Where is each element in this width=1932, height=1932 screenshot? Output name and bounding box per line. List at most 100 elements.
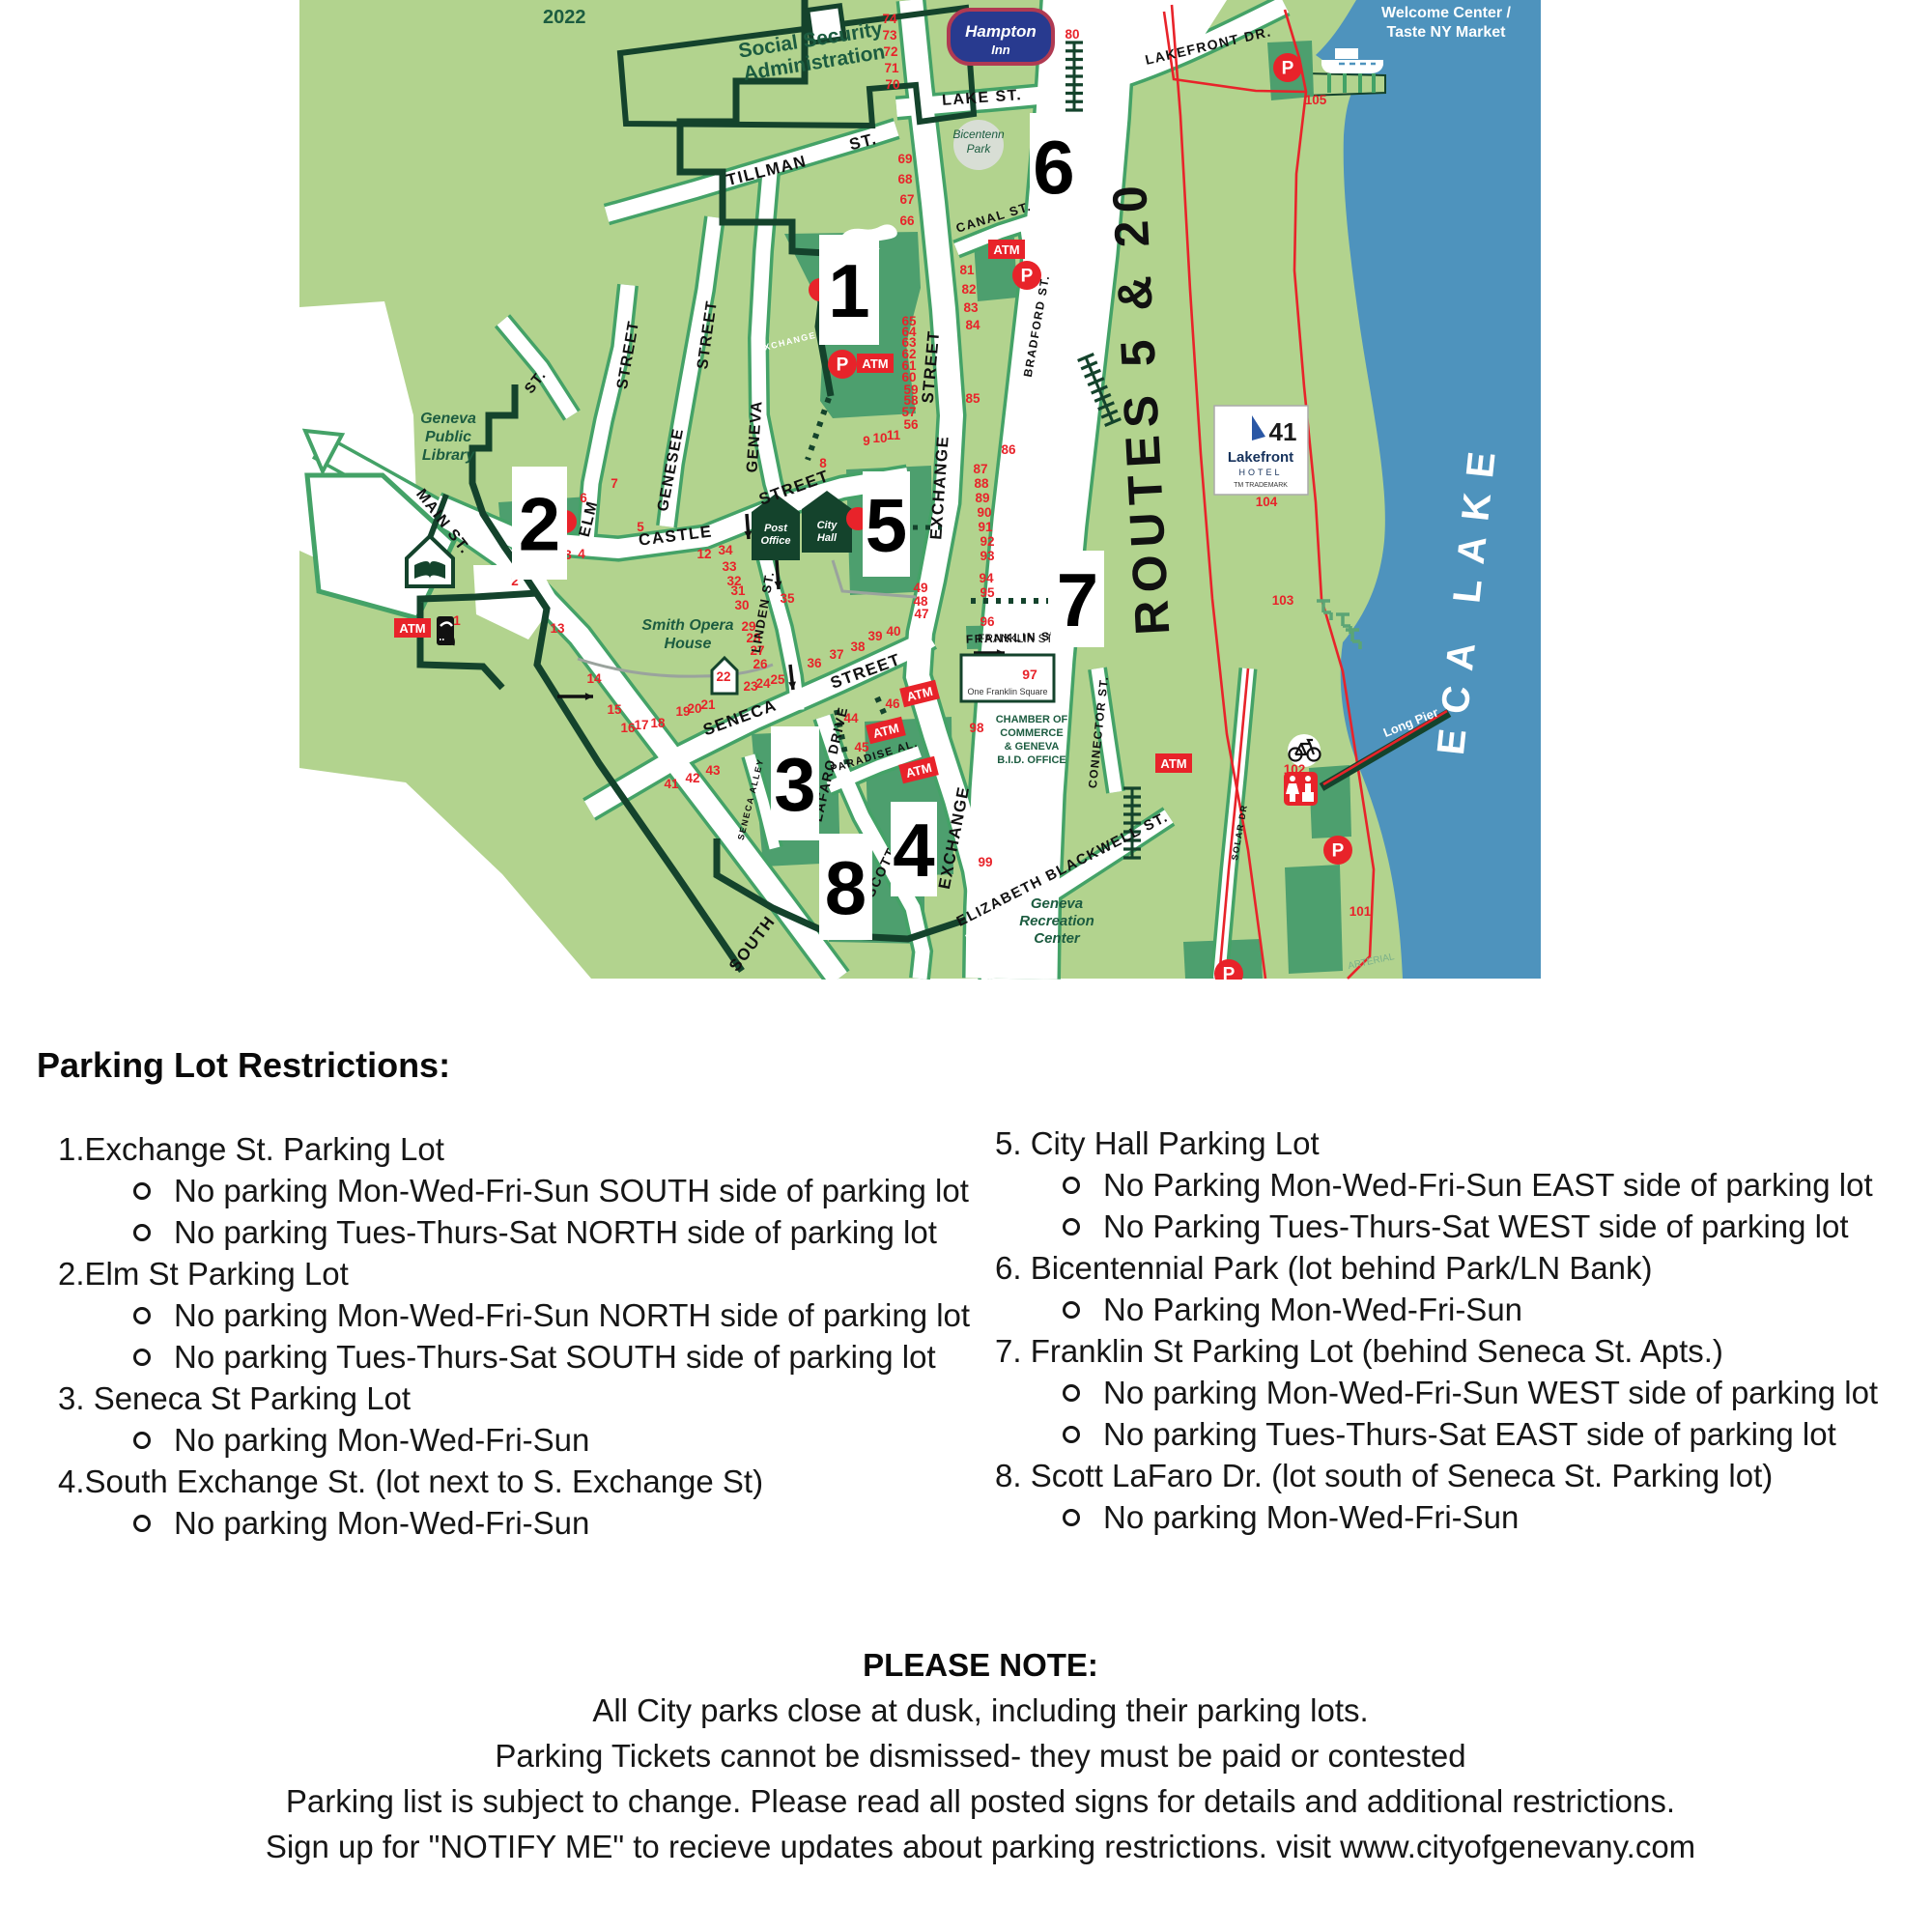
lot-number: 21 (700, 697, 716, 712)
street (313, 437, 847, 985)
parking-rule: No parking Mon-Wed-Fri-Sun (995, 1496, 1922, 1538)
lot-number: 36 (807, 656, 822, 670)
parking-lot-title: 5. City Hall Parking Lot (995, 1125, 1320, 1161)
lot-number: 18 (650, 716, 666, 730)
landmark-label: Park (967, 142, 992, 156)
landmark-label: Recreation (1019, 913, 1094, 929)
lot-number: 17 (634, 718, 648, 732)
lot-number: 72 (883, 44, 897, 59)
lot-number: 59 (903, 383, 918, 397)
lot-number: 4 (578, 547, 585, 561)
lot-number: 25 (770, 672, 785, 687)
trail-line (469, 384, 745, 973)
seneca-lake (1316, 0, 1541, 979)
lot-number: 95 (980, 585, 995, 600)
svg-text:ATM: ATM (993, 242, 1019, 257)
street (751, 171, 792, 525)
svg-text:Inn: Inn (991, 43, 1010, 57)
svg-text:P: P (1332, 841, 1345, 862)
lot-number: 13 (550, 621, 565, 636)
parking-lot-area (1285, 865, 1343, 974)
trail-line (713, 838, 968, 943)
lot-number: 57 (901, 405, 916, 419)
parking-lot-marker-7: 7 (1051, 551, 1104, 647)
atm-icon: ATM (857, 354, 894, 373)
street (579, 284, 636, 542)
street (497, 316, 578, 419)
svg-text:7: 7 (1057, 557, 1098, 642)
parking-rule: No parking Mon-Wed-Fri-Sun SOUTH side of… (58, 1170, 985, 1211)
bullet-icon (133, 1224, 151, 1241)
lot-number: 80 (1065, 27, 1079, 42)
bullet-icon (1063, 1426, 1080, 1443)
lot-number: 46 (885, 696, 900, 711)
svg-text:City: City (817, 520, 838, 531)
lot-number: 31 (730, 583, 746, 598)
parking-rule: No Parking Tues-Thurs-Sat WEST side of p… (995, 1206, 1922, 1247)
parking-rule: No parking Mon-Wed-Fri-Sun NORTH side of… (58, 1294, 985, 1336)
bullet-icon (133, 1182, 151, 1200)
lot-number: 32 (726, 574, 741, 588)
sailboat-icon (1252, 415, 1265, 440)
lot-number: 48 (913, 594, 928, 609)
lot-number: 37 (829, 647, 843, 662)
svg-text:ATM: ATM (399, 621, 425, 636)
parking-lot-marker-3: 3 (771, 726, 819, 840)
lot-number: 40 (886, 624, 900, 639)
lot-number: 73 (882, 28, 897, 43)
lot-number: 62 (901, 347, 916, 361)
lot-number: 30 (734, 598, 749, 612)
svg-text:Hampton: Hampton (965, 22, 1037, 41)
lot-number: 23 (743, 679, 758, 694)
lot-number: 60 (901, 370, 916, 384)
lot-number: 61 (901, 358, 917, 373)
lot-number: 70 (885, 77, 899, 92)
landmark-label: Library (422, 447, 475, 464)
parking-lot-title: 3. Seneca St Parking Lot (58, 1380, 412, 1416)
bullet-icon (133, 1307, 151, 1324)
bike-icon (1288, 738, 1321, 762)
lot-number: 27 (750, 643, 764, 658)
note-line: All City parks close at dusk, including … (592, 1692, 1369, 1728)
lot-number: 11 (887, 428, 901, 442)
lot-number: 49 (913, 581, 927, 595)
lot-number: 83 (963, 300, 979, 315)
lot-number: 102 (1284, 762, 1306, 777)
route-line (1217, 668, 1250, 980)
lot-number: 99 (978, 855, 992, 869)
lot-number: 34 (718, 543, 733, 557)
svg-text:ATM: ATM (1160, 756, 1186, 771)
lot-number: 105 (1305, 93, 1327, 107)
lot-number: 8 (819, 456, 827, 470)
landmark-label: House (665, 636, 712, 652)
bullet-icon (133, 1432, 151, 1449)
svg-text:P: P (1282, 59, 1294, 79)
lot-number: 58 (903, 393, 919, 408)
street (754, 539, 805, 711)
svg-text:P: P (1223, 965, 1236, 980)
lot-number: 15 (607, 702, 622, 717)
lot-number: 71 (884, 61, 899, 75)
atm-icon: ATM (988, 240, 1025, 259)
lot-number: 104 (1256, 495, 1278, 509)
bullet-icon (1063, 1177, 1080, 1194)
lot-number: 44 (843, 711, 859, 725)
lot-number: 74 (882, 12, 897, 26)
lot-number: 38 (850, 639, 866, 654)
landmark-label: & GENEVA (1005, 741, 1060, 753)
lot-number: 33 (722, 559, 737, 574)
landmark-label: Public (425, 429, 471, 445)
parking-rule: No parking Tues-Thurs-Sat NORTH side of … (58, 1211, 985, 1253)
svg-text:6: 6 (1033, 125, 1074, 210)
lot-number: 14 (586, 671, 602, 686)
street (659, 216, 723, 527)
lot-number: 43 (705, 763, 721, 778)
lot-number: 45 (854, 740, 869, 754)
post-office-building (752, 494, 800, 560)
parking-lot-marker-2: 2 (512, 467, 567, 580)
parking-rule: No Parking Mon-Wed-Fri-Sun EAST side of … (995, 1164, 1922, 1206)
svg-text:Post: Post (764, 523, 788, 534)
bullet-icon (133, 1515, 151, 1532)
lot-number: 92 (980, 534, 994, 549)
parking-lot-title: 1.Exchange St. Parking Lot (58, 1131, 444, 1167)
